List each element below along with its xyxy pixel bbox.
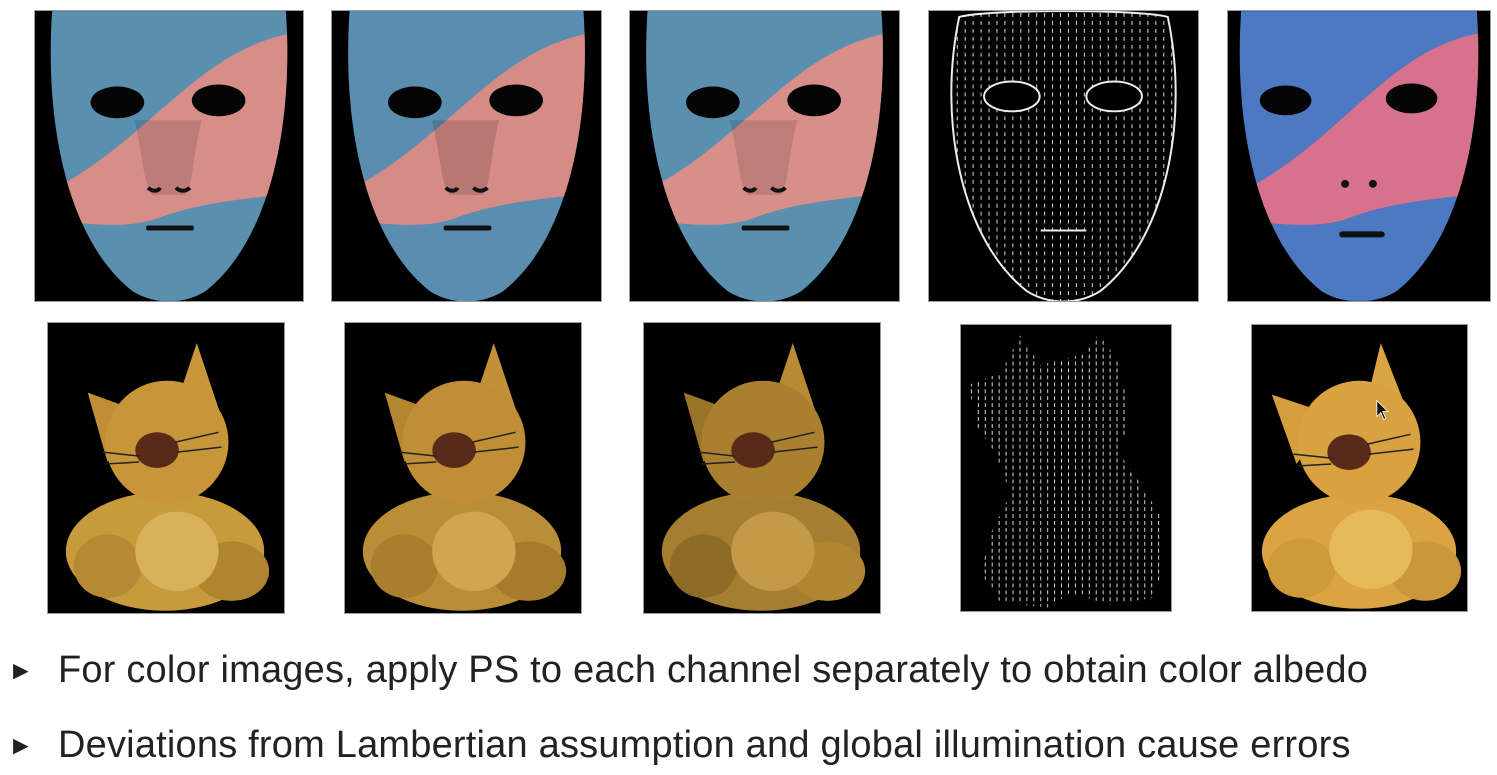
cat-render — [65, 343, 270, 611]
mask-render — [348, 11, 585, 301]
mouse-cursor-icon — [1376, 399, 1389, 420]
mask-left-eye — [686, 86, 740, 119]
mask-mouth — [146, 225, 194, 231]
cat-nose — [135, 432, 179, 468]
needle-field — [968, 333, 1165, 608]
cat-left-paw — [73, 534, 142, 598]
mask-input-image-1 — [34, 10, 304, 302]
cat-input-image-2 — [344, 322, 582, 614]
bullet-text: Deviations from Lambertian assumption an… — [58, 724, 1351, 766]
cat-color-albedo — [1251, 324, 1468, 612]
albedo-left-eye — [1259, 85, 1312, 116]
mask-pink-stripe — [646, 28, 883, 225]
cat-render — [362, 343, 567, 611]
bullet-marker-icon: ► — [8, 730, 34, 760]
mask-color-albedo — [1227, 10, 1491, 302]
albedo-pink-stripe — [1239, 28, 1479, 225]
albedo-render — [1239, 11, 1479, 301]
cat-normal-needle-map — [960, 324, 1172, 612]
bullet-text: For color images, apply PS to each chann… — [58, 649, 1369, 691]
mask-normal-needle-map — [928, 10, 1199, 302]
albedo-right-eye — [1385, 83, 1438, 114]
needle-left-eye — [983, 80, 1041, 113]
albedo-mouth — [1339, 231, 1385, 238]
cat-nose — [731, 432, 775, 468]
cat-left-paw — [669, 534, 738, 598]
cat-left-paw — [1267, 538, 1336, 598]
mask-left-eye — [388, 86, 442, 119]
cat-input-image-1 — [47, 322, 285, 614]
cat-albedo-render — [1261, 343, 1462, 609]
bullet-item-1: ► For color images, apply PS to each cha… — [8, 640, 1368, 700]
mask-mouth — [443, 225, 492, 231]
needle-field — [951, 11, 1176, 301]
cat-input-image-3 — [643, 322, 881, 614]
cat-nose — [1327, 434, 1371, 470]
mask-right-eye — [191, 84, 246, 117]
needle-map — [950, 11, 1177, 301]
mask-input-image-3 — [629, 10, 900, 302]
cat-render — [661, 343, 866, 611]
cat-nose — [432, 432, 476, 468]
mask-render — [646, 11, 883, 301]
needle-map — [968, 333, 1165, 608]
needle-right-eye — [1085, 80, 1143, 113]
mask-input-image-2 — [331, 10, 602, 302]
bullet-item-2: ► Deviations from Lambertian assumption … — [8, 715, 1351, 775]
mask-right-eye — [787, 84, 841, 117]
bullet-marker-icon: ► — [8, 655, 34, 685]
mask-right-eye — [489, 84, 543, 117]
cat-left-paw — [370, 534, 439, 598]
mask-left-eye — [90, 86, 145, 119]
mask-pink-stripe — [348, 28, 585, 225]
mask-mouth — [741, 225, 790, 231]
mask-render — [50, 11, 288, 301]
mask-outline — [950, 11, 1177, 301]
mask-pink-stripe — [50, 28, 288, 225]
